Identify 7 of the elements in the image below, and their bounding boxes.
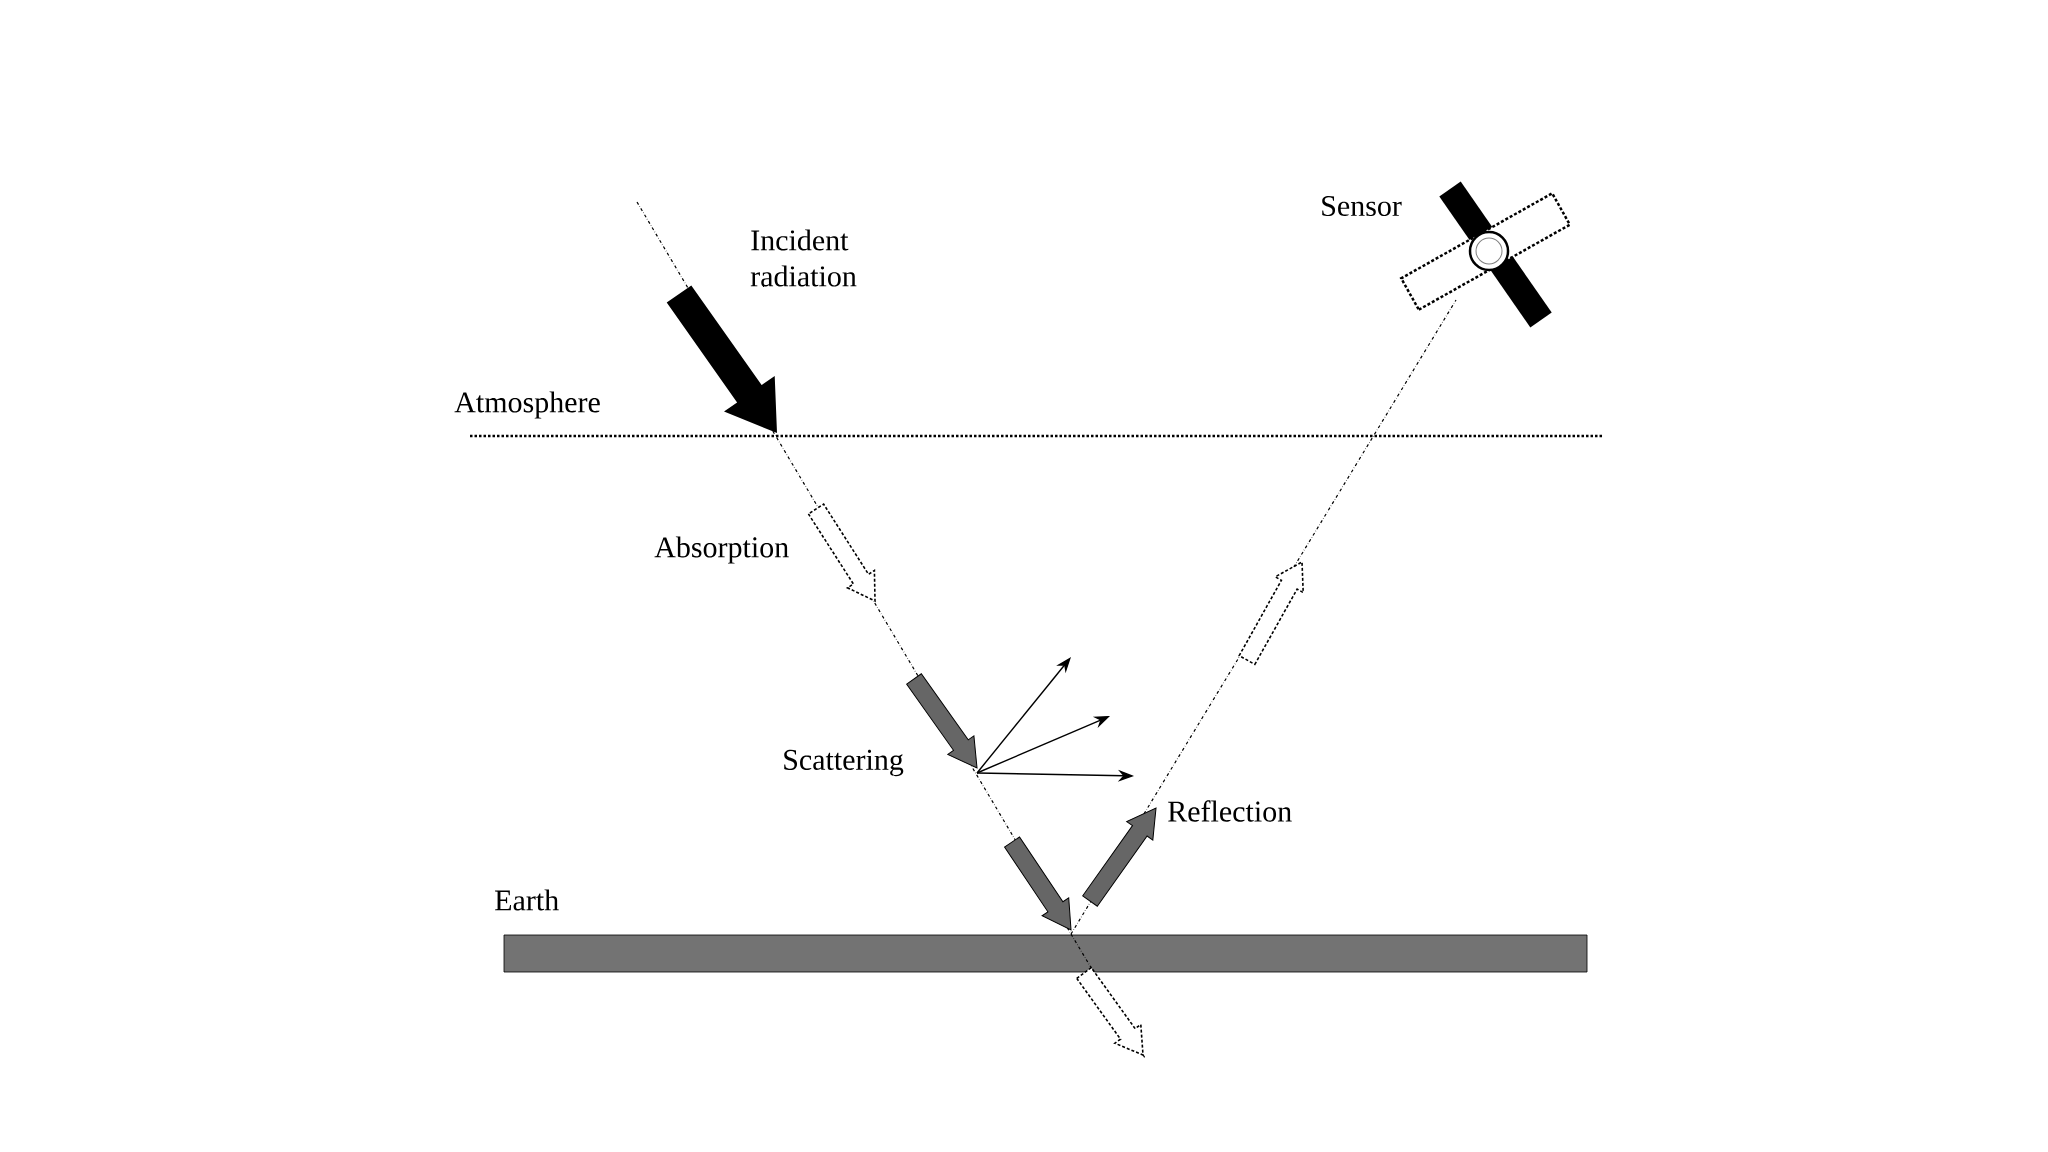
diagram-label: Reflection — [1168, 800, 1292, 822]
diagram-label: Incident radiation — [750, 229, 857, 287]
diagram-label: Earth — [495, 889, 559, 911]
diagram-label: Absorption — [654, 536, 789, 564]
diagram-label: Scattering — [784, 749, 904, 777]
diagram-label: Sensor — [1322, 195, 1402, 217]
diagram-label: Atmosphere — [454, 391, 600, 419]
